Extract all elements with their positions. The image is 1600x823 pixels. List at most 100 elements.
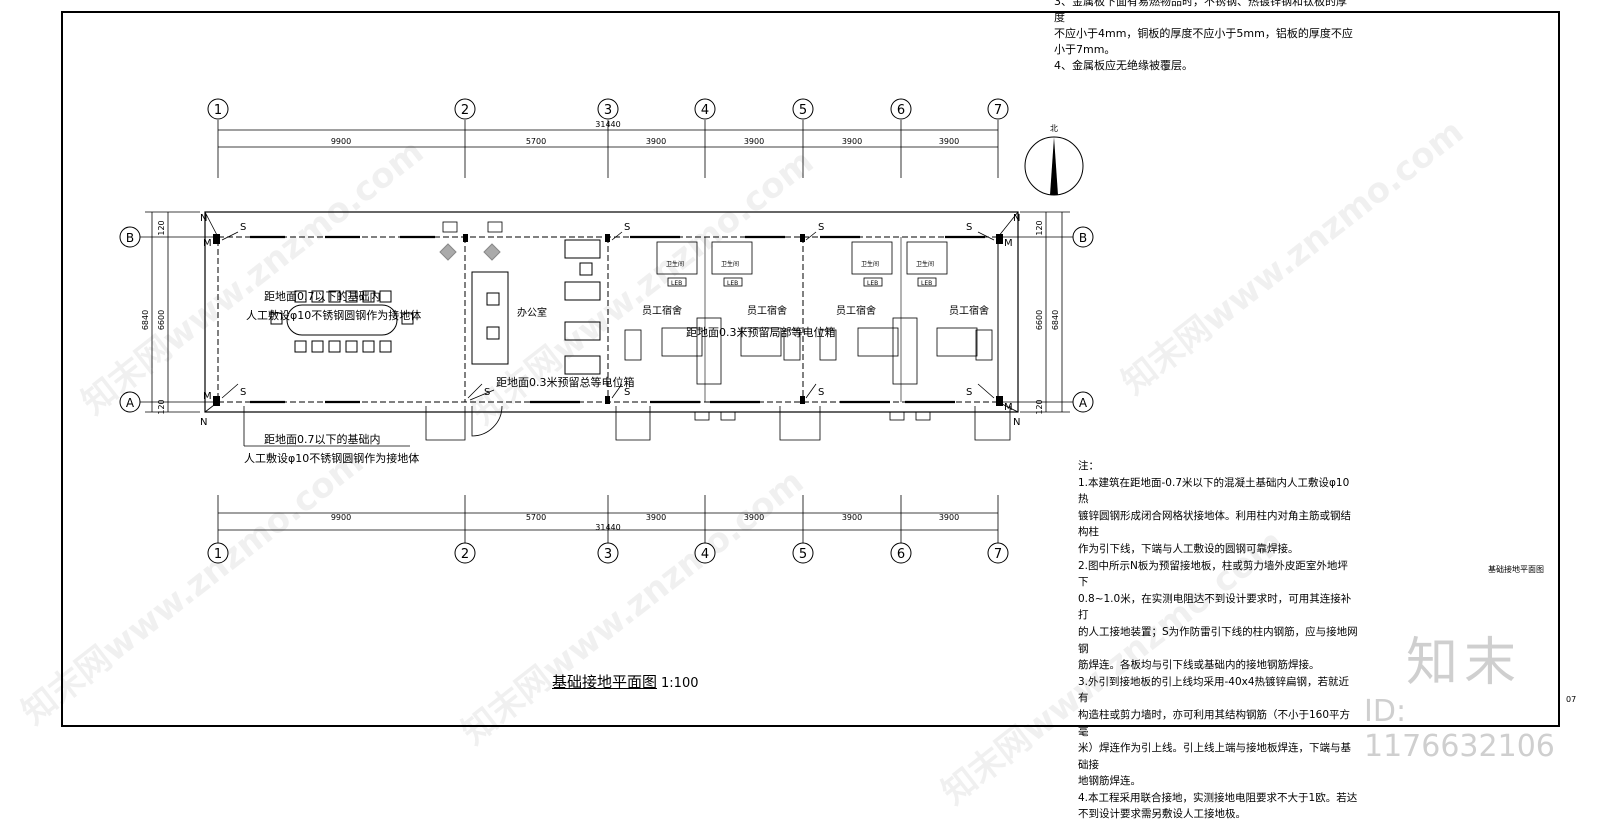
marker-n: N <box>1013 417 1020 428</box>
svg-text:2: 2 <box>461 547 469 562</box>
office-furniture <box>439 239 601 375</box>
room-label-dorm: 员工宿舍 <box>642 304 682 317</box>
marker-m: M <box>1004 238 1013 249</box>
led-label: LEB <box>727 280 738 287</box>
led-label: LEB <box>921 280 932 287</box>
room-label-dorm: 员工宿舍 <box>949 304 989 317</box>
svg-text:6: 6 <box>897 547 905 562</box>
svg-text:1: 1 <box>214 103 222 118</box>
svg-text:B: B <box>1079 231 1087 245</box>
axis-bubble-2: 2 <box>454 98 476 120</box>
marker-s: S <box>624 222 630 233</box>
note-line: 4.本工程采用联合接地，实测接地电阻要求不大于1欧。若达 <box>1078 791 1358 804</box>
dim-bay: 3900 <box>842 513 862 522</box>
axis-bubble-4: 4 <box>694 542 716 564</box>
annotation-meeting-1: 距地面0.7以下的基础内 <box>264 289 381 303</box>
axis-bubble-1: 1 <box>207 542 229 564</box>
annotation-equipotential-main: 距地面0.3米预留总等电位箱 <box>496 375 635 389</box>
scale-text: 1:100 <box>661 676 699 691</box>
window-bars <box>250 235 985 404</box>
svg-text:5: 5 <box>799 103 807 118</box>
side-dimension-texts: 6840 6600 6600 6840 120 120 120 120 <box>141 220 1060 414</box>
meeting-table <box>270 290 414 353</box>
small-caption: 基础接地平面图 <box>1488 565 1544 574</box>
foundation-grounding-plan: 1 2 3 4 5 6 7 1 2 3 4 5 6 7 31440 9900 5… <box>61 11 1560 727</box>
dim-edge: 120 <box>1035 220 1044 235</box>
brand-logo: 知末 <box>1406 633 1523 693</box>
note-line: 4、金属板应无绝缘被覆层。 <box>1054 59 1193 72</box>
room-label-office: 办公室 <box>517 306 547 319</box>
note-line: 构造柱或剪力墙时，亦可利用其结构钢筋（不小于160平方毫 <box>1078 708 1351 738</box>
toilet-labels: 卫生间 卫生间 卫生间 卫生间 LEB LEB LEB LEB <box>666 260 934 287</box>
axis-bubble-6: 6 <box>890 542 912 564</box>
bottom-dimension-chain <box>217 495 999 545</box>
dim-depth-outer: 6840 <box>1051 310 1060 330</box>
axis-bubble-5: 5 <box>792 542 814 564</box>
bottom-dimension-texts: 9900 5700 3900 3900 3900 3900 31440 <box>331 513 959 532</box>
note-line: 不应小于4mm，铜板的厚度不应小于5mm，铝板的厚度不应 <box>1054 27 1353 40</box>
dim-bay: 9900 <box>331 513 351 522</box>
side-dimension-lines <box>140 211 1073 413</box>
axis-bubble-b-left: B <box>119 226 141 248</box>
dim-total: 31440 <box>595 120 620 129</box>
north-label: 北 <box>1050 124 1058 133</box>
svg-text:4: 4 <box>701 547 709 562</box>
svg-text:A: A <box>1079 396 1088 410</box>
svg-text:7: 7 <box>994 103 1002 118</box>
grounding-plates <box>213 234 1003 406</box>
svg-text:5: 5 <box>799 547 807 562</box>
led-label: LEB <box>671 280 682 287</box>
svg-text:7: 7 <box>994 547 1002 562</box>
axis-bubble-b-right: B <box>1072 226 1094 248</box>
marker-s: S <box>240 387 246 398</box>
axis-bubble-1: 1 <box>207 98 229 120</box>
axis-bubble-3: 3 <box>597 542 619 564</box>
axis-bubble-6: 6 <box>890 98 912 120</box>
note-line: 米）焊连作为引上线。引上线上端与接地板焊连，下端与基础接 <box>1078 742 1351 771</box>
north-arrow: 北 <box>1024 124 1084 196</box>
marker-n: N <box>1013 213 1020 224</box>
dim-edge: 120 <box>1035 399 1044 414</box>
dorm-fixtures <box>624 241 993 385</box>
svg-text:3: 3 <box>604 547 612 562</box>
toilet-label: 卫生间 <box>861 260 879 268</box>
marker-m: M <box>1004 402 1013 413</box>
axis-bubble-3: 3 <box>597 98 619 120</box>
marker-n: N <box>200 213 207 224</box>
annotation-meeting-2: 人工敷设φ10不锈钢圆钢作为接地体 <box>246 308 421 322</box>
svg-text:4: 4 <box>701 103 709 118</box>
annotation-leaders <box>243 389 495 447</box>
annotation-bottom-2: 人工敷设φ10不锈钢圆钢作为接地体 <box>244 451 419 465</box>
plan-annotations: 距地面0.7以下的基础内 人工敷设φ10不锈钢圆钢作为接地体 距地面0.3米预留… <box>244 289 836 465</box>
note-line: 地钢筋焊连。 <box>1078 775 1141 788</box>
note-line: 镀锌圆钢形成闭合网格状接地体。利用柱内对角主筋或钢结构柱 <box>1078 509 1351 539</box>
marker-s: S <box>818 387 824 398</box>
dim-bay: 3900 <box>939 137 959 146</box>
svg-text:3: 3 <box>604 103 612 118</box>
svg-text:2: 2 <box>461 103 469 118</box>
svg-text:A: A <box>126 396 135 410</box>
marker-m: M <box>203 238 212 249</box>
note-line: 3、金属板下面有易燃物品时，不锈钢、热镀锌钢和钛板的厚度 <box>1054 0 1347 24</box>
dim-depth-inner: 6600 <box>157 310 166 330</box>
marker-s: S <box>818 222 824 233</box>
notes-top: 3、金属板下面有易燃物品时，不锈钢、热镀锌钢和钛板的厚度 不应小于4mm，铜板的… <box>1054 0 1354 74</box>
dim-bay: 3900 <box>744 513 764 522</box>
toilet-label: 卫生间 <box>721 260 739 268</box>
top-dimension-chain <box>217 120 999 178</box>
page-number: 07 <box>1566 695 1577 704</box>
note-line: 筋焊连。各板均与引下线或基础内的接地钢筋焊接。 <box>1078 659 1320 672</box>
svg-text:1: 1 <box>214 547 222 562</box>
title-text: 基础接地平面图 <box>552 673 658 691</box>
design-notes: 注： 1.本建筑在距地面-0.7米以下的混凝土基础内人工敷设φ10热 镀锌圆钢形… <box>1078 458 1358 823</box>
axis-bubble-7: 7 <box>987 98 1009 120</box>
dim-edge: 120 <box>157 220 166 235</box>
svg-text:B: B <box>126 231 134 245</box>
dim-bay: 3900 <box>842 137 862 146</box>
note-line: 1.本建筑在距地面-0.7米以下的混凝土基础内人工敷设φ10热 <box>1078 476 1350 506</box>
note-line: 注： <box>1078 460 1099 472</box>
note-line: 3.外引到接地板的引上线均采用-40x4热镀锌扁钢，若就近有 <box>1078 675 1350 705</box>
axis-bubble-a-right: A <box>1072 391 1094 413</box>
marker-n: N <box>200 417 207 428</box>
annotation-equipotential-local: 距地面0.3米预留局部等电位箱 <box>686 325 836 339</box>
